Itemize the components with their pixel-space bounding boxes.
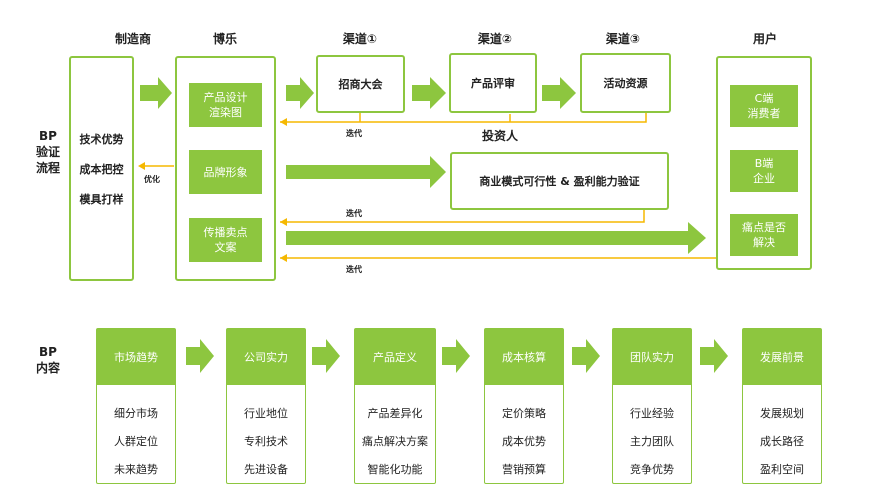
- user-item-painpoint: 痛点是否 解决: [730, 214, 798, 256]
- content-card-market: 市场趋势 细分市场 人群定位 未来趋势: [96, 328, 176, 484]
- content-card-title: 市场趋势: [97, 329, 175, 385]
- user-box: C端 消费者 B端 企业 痛点是否 解决: [716, 56, 812, 270]
- channel2-box: 产品评审: [449, 53, 537, 113]
- user-item-enterprise-line1: B端: [754, 157, 774, 170]
- investor-label: 投资人: [481, 129, 518, 143]
- channel3-box: 活动资源: [580, 53, 671, 113]
- bole-item-design-line1: 产品设计: [203, 91, 248, 104]
- bole-item-brand-line1: 品牌形象: [203, 165, 248, 179]
- optimize-label: 优化: [144, 175, 160, 184]
- arrow-channel2-to-channel3: [542, 77, 576, 109]
- content-card-item: 智能化功能: [367, 463, 423, 476]
- arrow-content-2: [312, 339, 340, 373]
- side-label-content: BP 内容: [28, 344, 68, 376]
- channel3-label: 活动资源: [603, 77, 648, 90]
- iterate-label-1: 迭代: [346, 129, 362, 138]
- feedback-arrowhead-3: [280, 254, 287, 262]
- content-card-item: 成本优势: [502, 435, 546, 448]
- user-item-enterprise: B端 企业: [730, 150, 798, 192]
- content-card-item: 人群定位: [114, 435, 158, 448]
- manufacturer-item: 模具打样: [79, 193, 124, 206]
- bole-item-slogan-line2: 文案: [214, 241, 237, 254]
- business-validation-box: 商业模式可行性 & 盈利能力验证: [450, 152, 669, 210]
- content-card-company: 公司实力 行业地位 专利技术 先进设备: [226, 328, 306, 484]
- side-label-content-line2: 内容: [35, 361, 60, 375]
- content-card-title: 公司实力: [227, 329, 305, 385]
- side-label-flow-line2: 验证: [35, 145, 60, 159]
- arrow-bole-to-channel1: [286, 77, 314, 109]
- bole-item-design-line2: 渲染图: [209, 106, 242, 119]
- manufacturer-item: 技术优势: [79, 133, 124, 146]
- arrow-content-1: [186, 339, 214, 373]
- user-item-consumer: C端 消费者: [730, 85, 798, 127]
- content-card-item: 痛点解决方案: [362, 435, 428, 448]
- header-channel2: 渠道②: [477, 32, 513, 46]
- bole-box: 产品设计 渲染图 品牌形象 传播卖点 文案: [175, 56, 276, 281]
- business-validation-label: 商业模式可行性 & 盈利能力验证: [479, 175, 640, 188]
- bole-item-brand: 品牌形象: [189, 150, 262, 194]
- content-card-cost: 成本核算 定价策略 成本优势 营销预算: [484, 328, 564, 484]
- feedback-line-user: [280, 256, 777, 259]
- content-card-item: 行业经验: [630, 407, 674, 420]
- content-card-prospects: 发展前景 发展规划 成长路径 盈利空间: [742, 328, 822, 484]
- user-item-consumer-line2: 消费者: [747, 107, 781, 120]
- content-card-item: 盈利空间: [760, 463, 804, 476]
- content-card-item: 成长路径: [760, 435, 804, 448]
- channel2-label: 产品评审: [471, 77, 515, 90]
- user-item-consumer-line1: C端: [754, 92, 774, 105]
- side-label-flow-line3: 流程: [35, 161, 60, 175]
- bole-item-design: 产品设计 渲染图: [189, 83, 262, 127]
- side-label-flow: BP 验证 流程: [28, 128, 68, 176]
- content-card-title: 发展前景: [743, 329, 821, 385]
- iterate-label-3: 迭代: [346, 265, 362, 274]
- manufacturer-box: 技术优势 成本把控 模具打样: [69, 56, 134, 281]
- arrow-content-5: [700, 339, 728, 373]
- header-channel3: 渠道③: [605, 32, 641, 46]
- bole-item-slogan: 传播卖点 文案: [189, 218, 262, 262]
- header-bole: 博乐: [212, 32, 237, 46]
- iterate-label-2: 迭代: [346, 209, 362, 218]
- header-manufacturer: 制造商: [114, 32, 151, 46]
- user-item-painpoint-line2: 解决: [753, 236, 775, 249]
- content-card-title: 团队实力: [613, 329, 691, 385]
- manufacturer-item: 成本把控: [79, 163, 124, 176]
- arrow-content-4: [572, 339, 600, 373]
- user-item-enterprise-line2: 企业: [753, 172, 775, 185]
- content-card-item: 发展规划: [760, 407, 804, 420]
- content-card-team: 团队实力 行业经验 主力团队 竞争优势: [612, 328, 692, 484]
- content-card-product: 产品定义 产品差异化 痛点解决方案 智能化功能: [354, 328, 436, 484]
- content-card-title: 成本核算: [485, 329, 563, 385]
- arrow-brand-to-business: [286, 156, 446, 188]
- content-card-item: 先进设备: [244, 463, 288, 476]
- arrow-channel1-to-channel2: [412, 77, 446, 109]
- side-label-content-line1: BP: [39, 345, 57, 359]
- feedback-arrowhead-4: [138, 162, 145, 170]
- header-user: 用户: [752, 32, 777, 46]
- content-card-item: 专利技术: [244, 435, 288, 448]
- feedback-arrowhead-2: [280, 218, 287, 226]
- channel1-box: 招商大会: [316, 55, 405, 113]
- content-card-item: 未来趋势: [114, 463, 158, 476]
- arrow-slogan-to-user: [286, 222, 706, 254]
- feedback-line-business: [280, 210, 645, 223]
- user-item-painpoint-line1: 痛点是否: [742, 221, 786, 234]
- feedback-arrowhead-1: [280, 118, 287, 126]
- arrow-content-3: [442, 339, 470, 373]
- content-card-item: 竞争优势: [630, 463, 674, 476]
- channel1-label: 招商大会: [338, 78, 383, 91]
- side-label-flow-line1: BP: [39, 129, 57, 143]
- content-card-item: 营销预算: [502, 463, 546, 476]
- header-channel1: 渠道①: [342, 32, 378, 46]
- content-card-item: 主力团队: [630, 435, 674, 448]
- content-card-item: 细分市场: [114, 407, 158, 420]
- bole-item-slogan-line1: 传播卖点: [203, 226, 248, 239]
- content-card-title: 产品定义: [355, 329, 435, 385]
- content-card-item: 定价策略: [502, 407, 546, 420]
- arrow-manufacturer-to-bole: [140, 77, 172, 109]
- content-card-item: 行业地位: [244, 407, 288, 420]
- content-card-item: 产品差异化: [367, 407, 423, 420]
